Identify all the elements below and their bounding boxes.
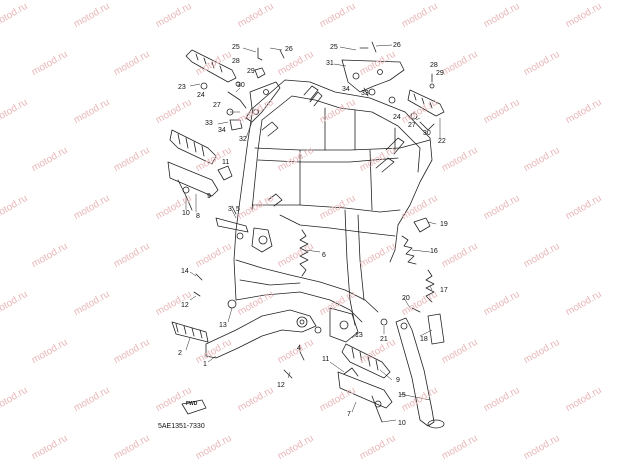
part-callout-31: 31 bbox=[326, 60, 334, 67]
part-callout-9: 9 bbox=[207, 193, 211, 200]
part-callout-33: 33 bbox=[205, 120, 213, 127]
part-callout-34: 34 bbox=[342, 86, 350, 93]
catalog-code: 5AE1351-7330 bbox=[158, 423, 205, 430]
part-callout-13: 13 bbox=[219, 322, 227, 329]
part-callout-20: 20 bbox=[402, 295, 410, 302]
part-callout-3: 3 bbox=[228, 206, 232, 213]
part-callout-19: 19 bbox=[440, 221, 448, 228]
part-callout-7: 7 bbox=[347, 411, 351, 418]
part-callout-15: 15 bbox=[398, 392, 406, 399]
part-callout-24: 24 bbox=[393, 114, 401, 121]
part-callout-26: 26 bbox=[285, 46, 293, 53]
part-callout-27: 27 bbox=[408, 122, 416, 129]
spring-center bbox=[299, 229, 309, 277]
part-callout-24: 24 bbox=[197, 92, 205, 99]
part-callout-17: 17 bbox=[440, 287, 448, 294]
forward-arrow-icon bbox=[181, 399, 207, 415]
part-callout-28: 28 bbox=[232, 58, 240, 65]
part-callout-29: 29 bbox=[436, 70, 444, 77]
brake-pedal-shaft bbox=[215, 205, 249, 240]
part-callout-11: 11 bbox=[222, 159, 230, 166]
part-callout-27: 27 bbox=[213, 102, 221, 109]
part-callout-2: 2 bbox=[178, 350, 182, 357]
part-callout-4: 4 bbox=[297, 345, 301, 352]
part-callout-9: 9 bbox=[396, 377, 400, 384]
forward-label: FWD bbox=[186, 401, 198, 407]
part-callout-30: 30 bbox=[423, 130, 431, 137]
part-callout-34: 34 bbox=[218, 127, 226, 134]
part-callout-26: 26 bbox=[393, 42, 401, 49]
part-callout-23: 23 bbox=[178, 84, 186, 91]
part-callout-29: 29 bbox=[247, 68, 255, 75]
spring-right-upper bbox=[401, 217, 431, 265]
part-callout-28: 28 bbox=[430, 62, 438, 69]
right-footrest bbox=[337, 343, 393, 423]
part-callout-5: 5 bbox=[236, 206, 240, 213]
leader-lines bbox=[185, 44, 441, 423]
part-callout-8: 8 bbox=[196, 213, 200, 220]
part-callout-25: 25 bbox=[330, 44, 338, 51]
part-callout-18: 18 bbox=[420, 336, 428, 343]
part-callout-21: 21 bbox=[380, 336, 388, 343]
part-callout-30: 30 bbox=[237, 82, 245, 89]
part-callout-32: 32 bbox=[239, 136, 247, 143]
rear-footrest-bracket-center bbox=[229, 47, 285, 131]
left-footrest bbox=[167, 129, 233, 211]
part-callout-12: 12 bbox=[181, 302, 189, 309]
part-callout-1: 1 bbox=[203, 361, 207, 368]
part-callout-14: 14 bbox=[181, 268, 189, 275]
part-callout-11: 11 bbox=[322, 356, 330, 363]
part-callout-6: 6 bbox=[322, 252, 326, 259]
part-callout-10: 10 bbox=[182, 210, 190, 217]
part-callout-13: 13 bbox=[355, 332, 363, 339]
part-callout-10: 10 bbox=[398, 420, 406, 427]
part-callout-12: 12 bbox=[277, 382, 285, 389]
part-callout-16: 16 bbox=[430, 248, 438, 255]
part-callout-25: 25 bbox=[232, 44, 240, 51]
main-frame bbox=[233, 79, 433, 343]
sidestand bbox=[380, 307, 445, 429]
rear-footrest-bracket-right bbox=[341, 41, 445, 131]
part-callout-33: 33 bbox=[361, 90, 369, 97]
brake-pedal bbox=[171, 273, 322, 379]
rear-footrest-bracket-left bbox=[185, 49, 247, 116]
part-callout-22: 22 bbox=[438, 138, 446, 145]
